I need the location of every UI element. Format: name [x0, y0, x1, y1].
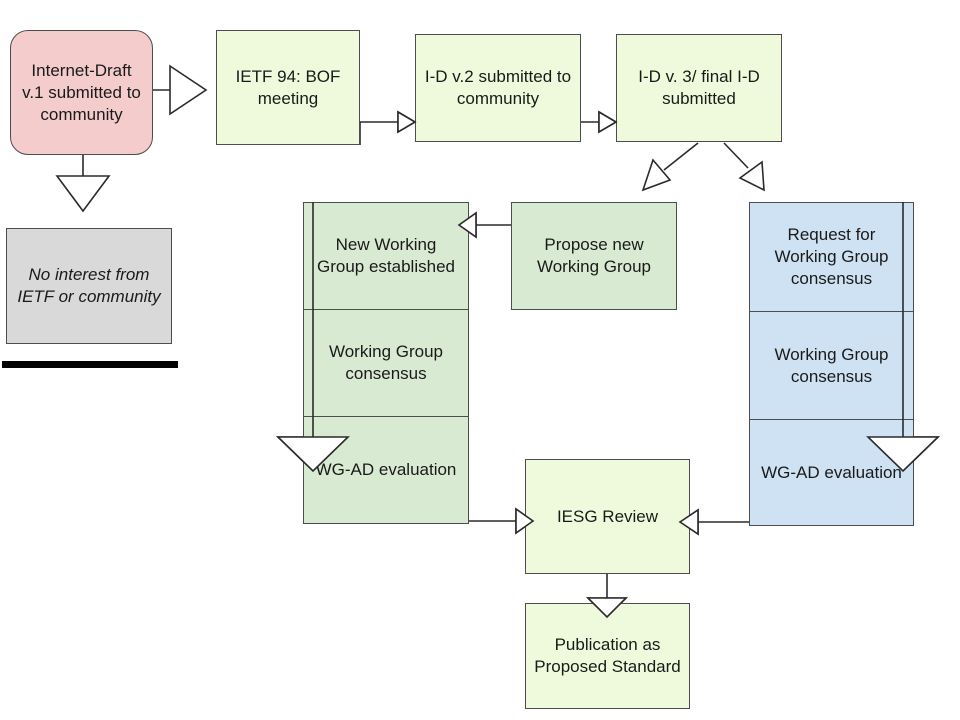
arrowhead-v1-nointerest — [55, 175, 111, 213]
node-id-v2: I-D v.2 submitted to community — [415, 34, 581, 142]
node-publication-proposed-standard: Publication as Proposed Standard — [525, 603, 690, 709]
node-id-v3-final: I-D v. 3/ final I-D submitted — [616, 34, 782, 142]
node-internet-draft-v1: Internet-Draft v.1 submitted to communit… — [10, 30, 153, 155]
connector-v3-request — [723, 142, 749, 169]
node-wg-ad-evaluation-left: WG-AD evaluation — [303, 416, 469, 524]
node-request-wg-consensus: Request for Working Group consensus — [749, 202, 914, 312]
node-wg-consensus-left: Working Group consensus — [303, 309, 469, 417]
terminator-bar — [2, 361, 178, 368]
connector-v3-propose — [663, 142, 699, 171]
arrowhead-v3-request — [738, 160, 765, 192]
arrowhead-v2-v3 — [598, 110, 618, 134]
connector-bof-v2 — [359, 121, 398, 145]
node-new-wg-established: New Working Group established — [303, 202, 469, 310]
node-wg-ad-evaluation-right: WG-AD evaluation — [749, 419, 914, 526]
arrowhead-v3-propose — [641, 158, 672, 192]
node-iesg-review: IESG Review — [525, 459, 690, 574]
node-propose-new-wg: Propose new Working Group — [511, 202, 677, 310]
node-bof-meeting: IETF 94: BOF meeting — [216, 30, 360, 145]
node-no-interest: No interest from IETF or community — [6, 228, 172, 344]
arrowhead-bof-v2 — [397, 110, 417, 134]
node-wg-consensus-right: Working Group consensus — [749, 311, 914, 420]
arrowhead-v1-bof — [169, 64, 208, 116]
